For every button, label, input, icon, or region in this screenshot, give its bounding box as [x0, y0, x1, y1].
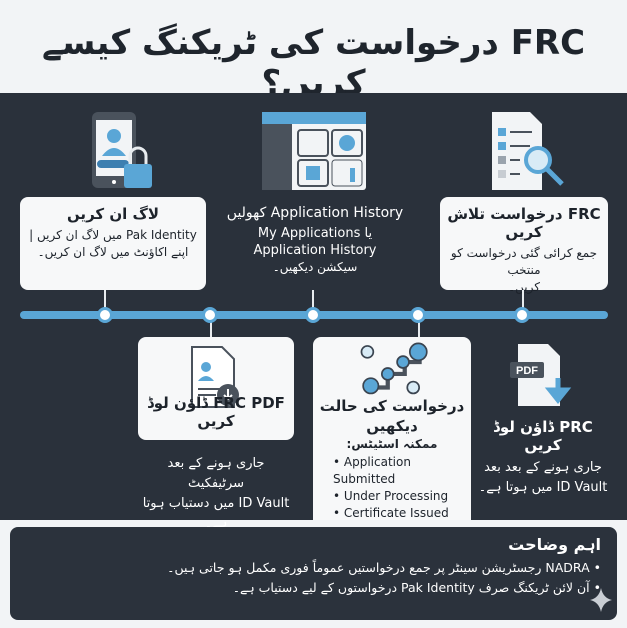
status-item: Under Processing [333, 488, 465, 505]
status-item: Certificate Issued [333, 505, 465, 522]
timeline-dot [514, 307, 530, 323]
step-prc: PRC ڈاؤن لوڈ کریں جاری ہونے کے بعد بعد I… [478, 418, 608, 498]
timeline-dot [97, 307, 113, 323]
step-title: Application History کھولیں [226, 205, 404, 221]
step-find-card: FRC درخواست تلاش کریں جمع کرائی گئی درخو… [440, 197, 608, 294]
dashboard-icon [262, 112, 366, 190]
step-subtitle: ممکنہ اسٹیٹس: [346, 437, 438, 451]
note-title: اہم وضاحت [508, 535, 601, 554]
step-text: یا My Applications [257, 226, 373, 241]
step-title: لاگ ان کریں [66, 205, 160, 223]
progress-steps-icon [360, 342, 428, 395]
step-title: FRC درخواست تلاش کریں [447, 205, 601, 241]
step-download-card: FRC PDF ڈاؤن لوڈ کریں [138, 337, 294, 440]
connector [522, 290, 524, 310]
status-item: Application Submitted [333, 454, 465, 488]
step-text: ID Vault میں ہوتا ہے۔ [478, 480, 608, 495]
step-text: جاری ہونے کے بعد بعد [484, 460, 602, 475]
connector [312, 290, 314, 310]
note-text: آن لائن ٹریکنگ صرف Pak Identity درخواستو… [232, 580, 590, 595]
status-list: Application Submitted Under Processing C… [319, 454, 465, 522]
step-download-text: جاری ہونے کے بعد سرٹیفکیٹ ID Vault میں د… [138, 454, 294, 534]
connector [104, 290, 106, 310]
step-text: جمع کرائی گئی درخواست کو منتخب [450, 246, 598, 277]
step-title: درخواست کی حالت دیکھیں [319, 397, 465, 435]
step-status-card: درخواست کی حالت دیکھیں ممکنہ اسٹیٹس: App… [313, 337, 471, 520]
timeline-dot [202, 307, 218, 323]
timeline-dot [305, 307, 321, 323]
timeline-dot [410, 307, 426, 323]
document-download-icon [191, 346, 239, 408]
step-text: کریں۔ [508, 280, 540, 294]
step-text: اپنے اکاؤنٹ میں لاگ ان کریں۔ [37, 245, 189, 259]
note-item: • NADRA رجسٹریشن سینٹر پر جمع درخواستیں … [167, 560, 601, 575]
note-box: اہم وضاحت • NADRA رجسٹریشن سینٹر پر جمع … [10, 527, 617, 620]
step-text: Pak Identity میں لاگ ان کریں | [29, 228, 197, 242]
note-text: NADRA رجسٹریشن سینٹر پر جمع درخواستیں عم… [167, 560, 590, 575]
step-text: Application History [253, 243, 377, 258]
page-title: FRC درخواست کی ٹریکنگ کیسے کریں؟ [41, 23, 586, 103]
note-item: • آن لائن ٹریکنگ صرف Pak Identity درخواس… [232, 580, 601, 595]
step-title: PRC ڈاؤن لوڈ کریں [493, 418, 593, 454]
step-history: Application History کھولیں یا My Applica… [215, 205, 415, 276]
document-search-icon [492, 112, 564, 190]
step-text: سیکشن دیکھیں۔ [272, 260, 358, 274]
step-title: FRC PDF ڈاؤن لوڈ کریں [147, 394, 285, 430]
pdf-label: PDF [516, 365, 538, 377]
step-text: جاری ہونے کے بعد سرٹیفکیٹ [167, 456, 265, 491]
sparkle-icon [590, 588, 612, 612]
step-login-card: لاگ ان کریں Pak Identity میں لاگ ان کریں… [20, 197, 206, 290]
phone-lock-icon [92, 112, 152, 188]
connector [210, 318, 212, 338]
pdf-download-icon: PDF [510, 344, 572, 406]
connector [418, 318, 420, 338]
